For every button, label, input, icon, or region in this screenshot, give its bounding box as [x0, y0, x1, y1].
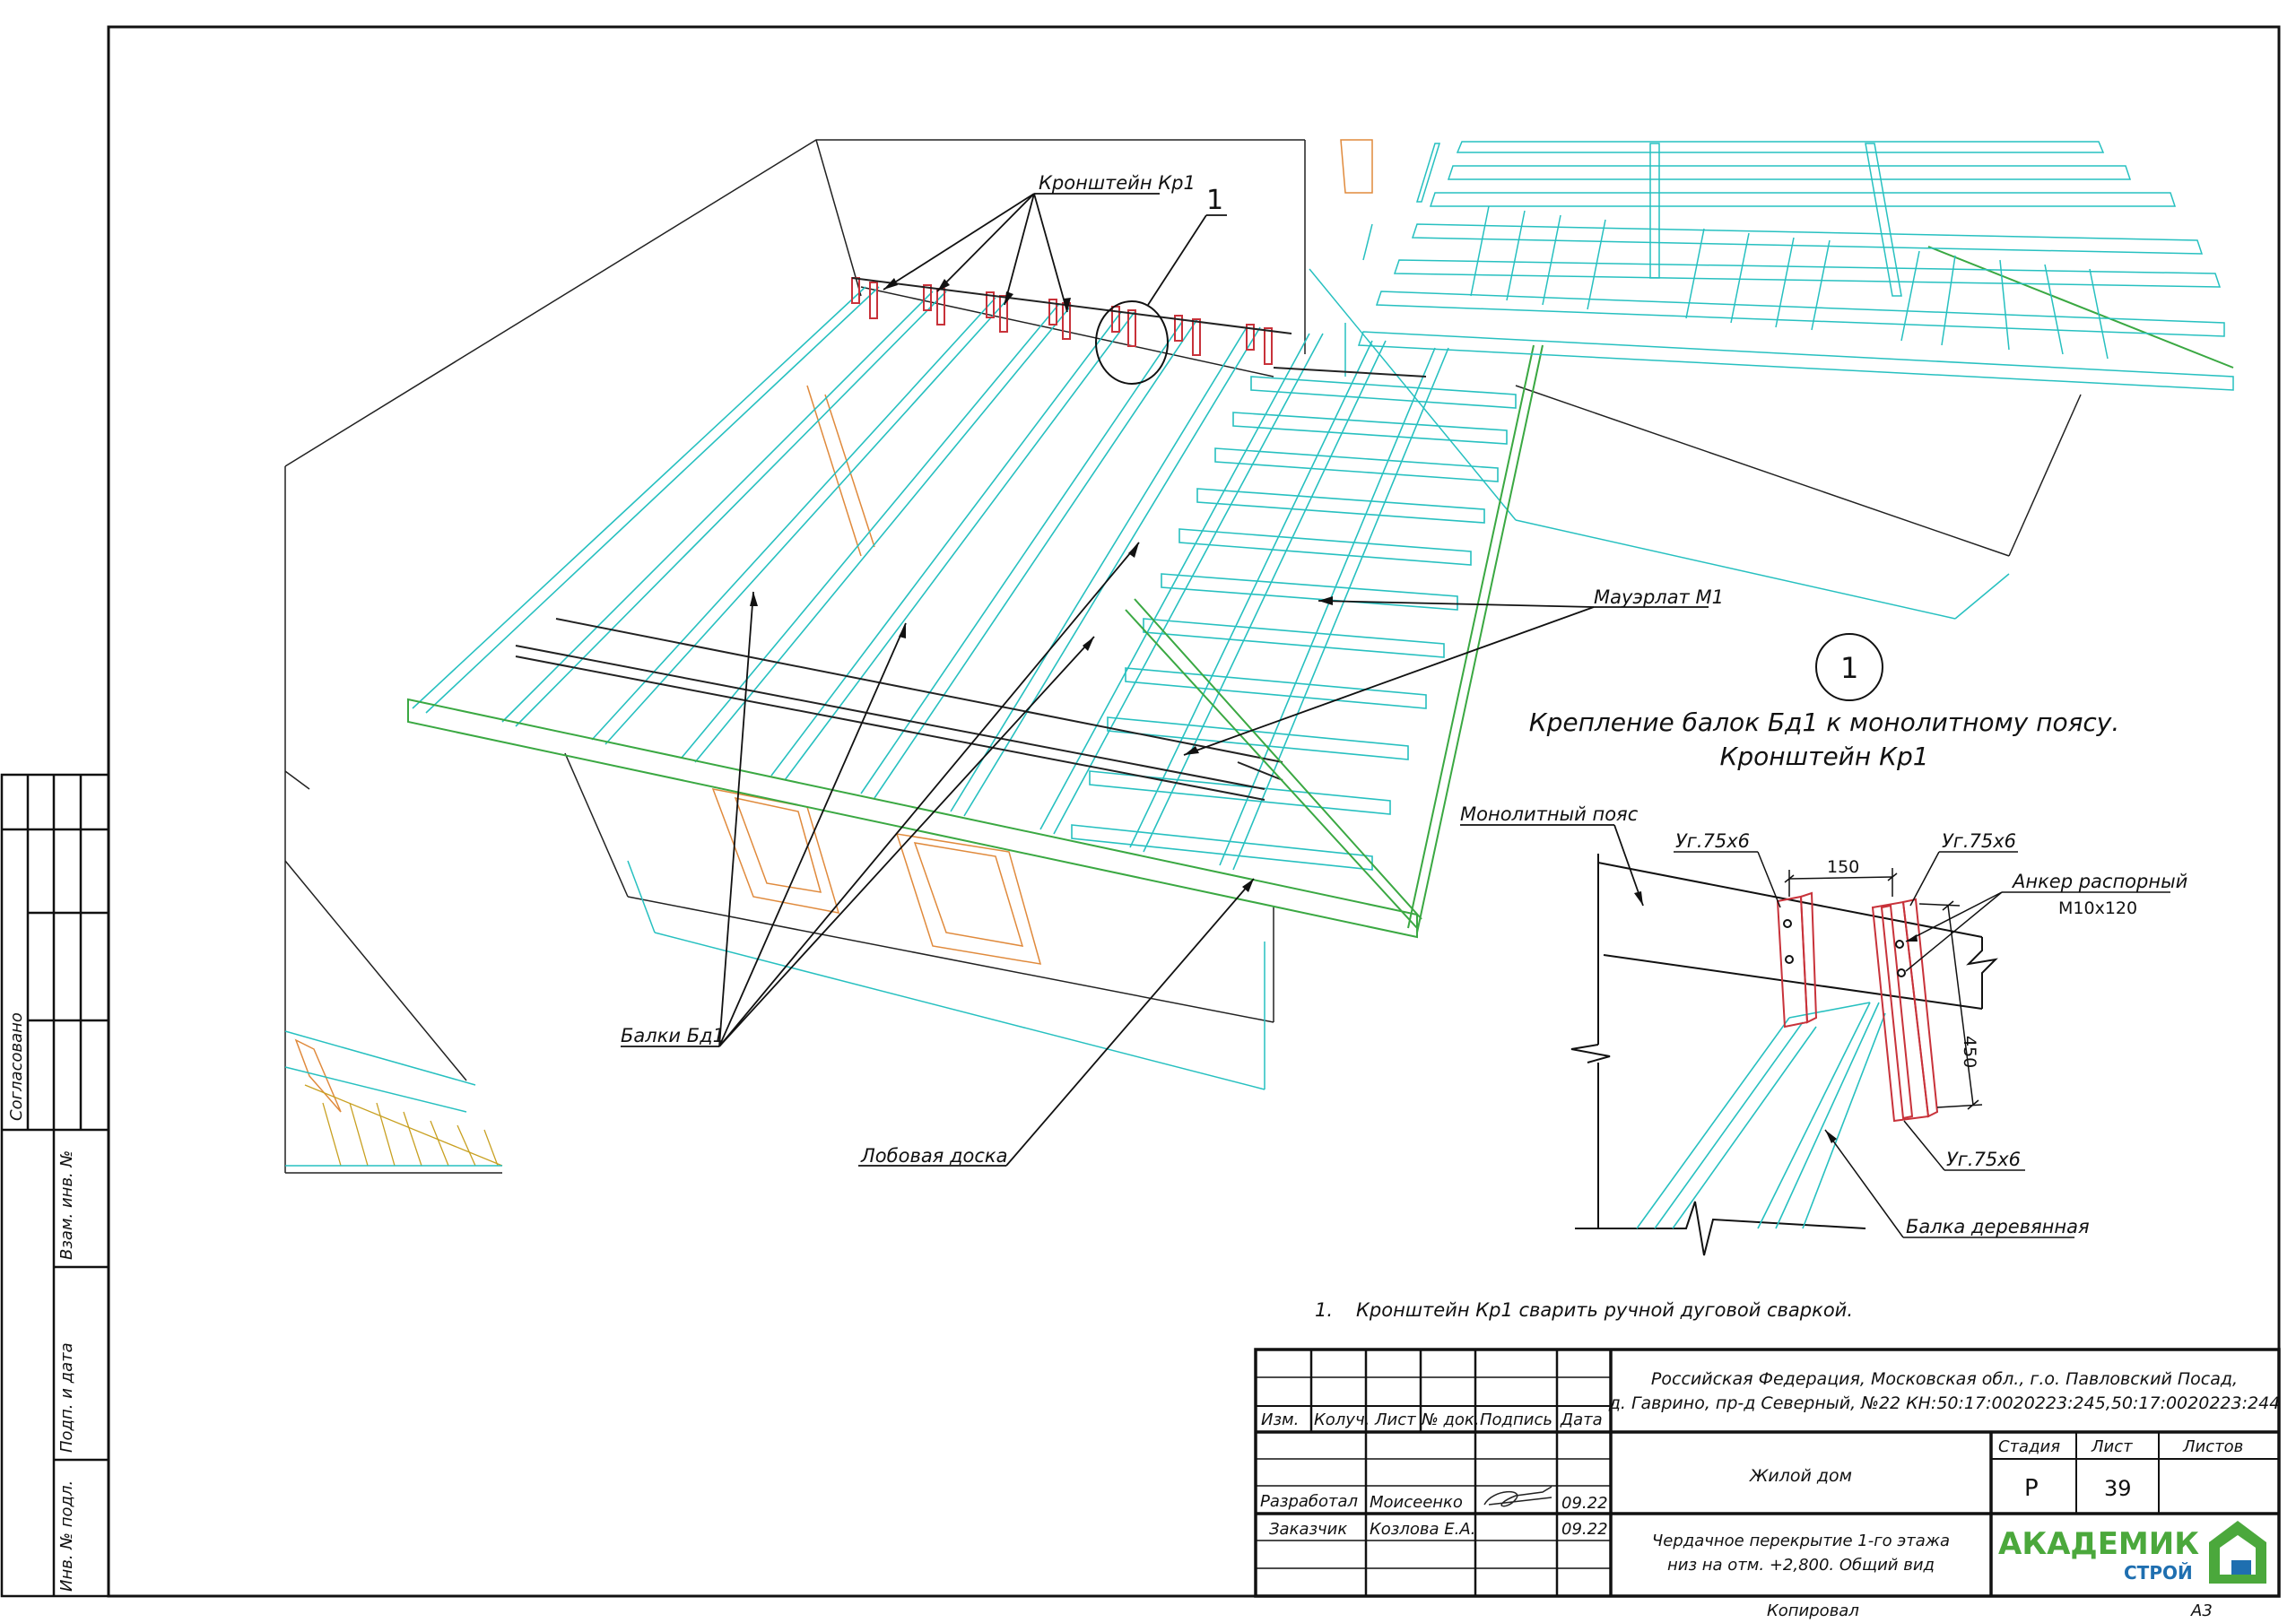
stamp-podp: Подп. и дата: [57, 1342, 76, 1453]
detail-anchor-line2: М10х120: [2058, 898, 2137, 918]
mono-belt-edge: [851, 277, 1292, 334]
tb-sheets-label: Листов: [2182, 1437, 2243, 1456]
title-block: [1254, 1348, 2281, 1598]
tb-header-sign: Подпись: [1480, 1410, 1552, 1429]
tb-row2-date: 09.22: [1561, 1520, 1608, 1539]
tb-stage-label: Стадия: [1998, 1437, 2060, 1456]
wood-beam-leader: [1824, 1129, 1904, 1238]
tb-format: А3: [2190, 1601, 2213, 1620]
tb-address-line2: д. Гаврино, пр-д Северный, №22 КН:50:17:…: [1608, 1393, 2281, 1413]
detail-angle-left: Уг.75х6: [1675, 830, 1750, 852]
callout-ellipse: [1095, 300, 1169, 385]
detail-angles: [1776, 891, 1939, 1123]
window-openings: [294, 139, 1373, 1113]
tb-copied: Копировал: [1767, 1601, 1859, 1620]
label-callout-number: 1: [1206, 185, 1223, 216]
angle-left-leader: [1757, 851, 1781, 908]
detail-title-line1: Крепление балок Бд1 к монолитному поясу.: [1529, 707, 2120, 737]
label-beams: Балки Бд1: [621, 1025, 725, 1046]
anchor-leader-2: [1905, 891, 2003, 972]
detail-angle-bottom: Уг.75х6: [1946, 1149, 2021, 1170]
tb-header-list: Лист: [1374, 1410, 1416, 1429]
wood-beam-arrow: [1825, 1130, 1837, 1143]
upper-right-framing: [1357, 141, 2234, 391]
detail-title-line2: Кронштейн Кр1: [1719, 742, 1928, 771]
tb-row2-role: Заказчик: [1269, 1520, 1347, 1539]
logo-main-text: АКАДЕМИК: [1998, 1526, 2199, 1562]
mono-belt-arrow: [1634, 891, 1643, 906]
detail-wood-beam-label: Балка деревянная: [1906, 1216, 2090, 1237]
detail-dim-450: 450: [1960, 1036, 1979, 1068]
cross-joists: [1071, 376, 1517, 871]
tb-drawing-line2: низ на отм. +2,800. Общий вид: [1667, 1556, 1935, 1575]
label-bracket-kr1: Кронштейн Кр1: [1039, 172, 1196, 194]
beams-bd1: [412, 286, 1449, 871]
anchor-leader-1: [1905, 891, 2003, 942]
stamp-vzam: Взам. инв. №: [57, 1150, 76, 1260]
brackets-kr1: [851, 277, 1273, 365]
tb-row1-date: 09.22: [1561, 1494, 1608, 1513]
sheet-frame: [107, 25, 2281, 1598]
tb-stage: Р: [2024, 1475, 2039, 1502]
wall-lines: [284, 268, 2010, 1167]
dim-150: [1784, 868, 1898, 897]
tb-drawing-line1: Чердачное перекрытие 1-го этажа: [1652, 1532, 1950, 1550]
lower-ledgers: [515, 367, 1427, 801]
tb-sheet: 39: [2104, 1476, 2132, 1501]
tb-header-date: Дата: [1560, 1410, 1603, 1429]
label-mauerlat: Мауэрлат М1: [1594, 586, 1724, 608]
note-number: 1.: [1315, 1299, 1333, 1321]
company-logo: АКАДЕМИК СТРОЙ: [1998, 1521, 2266, 1584]
detail-wood-beam: [1636, 1002, 1886, 1229]
tb-header-izm: Изм.: [1261, 1410, 1299, 1429]
detail-mono-belt: Монолитный пояс: [1460, 803, 1639, 825]
tb-header-kol: Колуч.: [1314, 1410, 1370, 1429]
logo-house-icon: [2209, 1521, 2266, 1584]
detail-dim-150: 150: [1827, 857, 1859, 877]
note-text: Кронштейн Кр1 сварить ручной дуговой сва…: [1356, 1299, 1853, 1321]
isometric-view: [284, 139, 2234, 1174]
mono-belt-arrow-2: [1906, 934, 1918, 942]
tb-row1-name: Моисеенко: [1370, 1493, 1463, 1512]
label-fascia: Лобовая доска: [860, 1145, 1007, 1167]
tb-row1-role: Разработал: [1260, 1492, 1358, 1511]
detail-circle-number: 1: [1840, 651, 1858, 685]
stair-treads: [304, 1084, 503, 1167]
fascia-board: [407, 246, 2234, 939]
detail-angle-right: Уг.75х6: [1942, 830, 2016, 852]
tb-header-doc: № док.: [1421, 1410, 1480, 1429]
tb-signature: [1483, 1486, 1552, 1507]
detail-anchor-line1: Анкер распорный: [2011, 871, 2187, 892]
leader-lines: [621, 193, 1709, 1167]
tb-sheet-label: Лист: [2091, 1437, 2133, 1456]
stamp-inv: Инв. № подл.: [57, 1480, 76, 1592]
detail-circle: [1815, 633, 1883, 701]
detail-node-1: 1 Крепление балок Бд1 к монолитному пояс…: [1460, 633, 2187, 1256]
logo-sub-text: СТРОЙ: [2124, 1562, 2193, 1584]
arrow-heads: [750, 278, 1333, 892]
angle-right-leader: [1909, 851, 1940, 907]
tb-address-line1: Российская Федерация, Московская обл., г…: [1651, 1369, 2238, 1389]
stamp-agreed: Согласовано: [7, 1012, 26, 1121]
building-outline: [284, 139, 2082, 1174]
tb-headers: Изм. Колуч. Лист № док. Подпись Дата: [1261, 1410, 1603, 1429]
dim-450: [1918, 900, 1983, 1110]
angle-bottom-leader: [1903, 1120, 1945, 1171]
tb-object: Жилой дом: [1749, 1466, 1852, 1486]
tb-row2-name: Козлова Е.А.: [1370, 1520, 1475, 1539]
side-stamp: [0, 773, 110, 1598]
detail-bolt-holes: [1783, 919, 1906, 977]
